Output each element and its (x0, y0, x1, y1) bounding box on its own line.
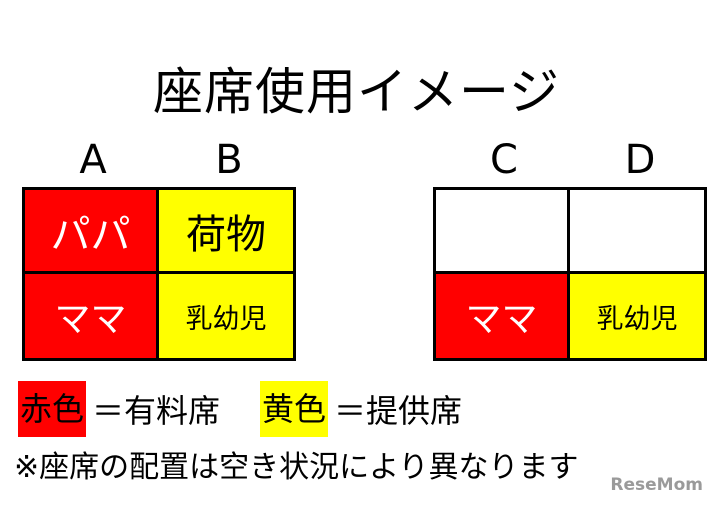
column-label-b: B (215, 137, 243, 183)
watermark-logo: ReseMom (610, 475, 703, 495)
column-label-c: C (490, 137, 518, 183)
legend-yellow-swatch: 黄色 (260, 381, 329, 437)
column-label-a: A (79, 137, 107, 183)
legend-red-desc: ＝有料席 (92, 392, 221, 430)
seat-grid-left: パパ 荷物 ママ 乳幼児 (22, 187, 296, 361)
seat-b-bottom: 乳幼児 (159, 274, 293, 358)
seat-b-top: 荷物 (159, 190, 293, 274)
seat-a-bottom: ママ (25, 274, 159, 358)
footnote: ※座席の配置は空き状況により異なります (14, 450, 579, 485)
seat-c-top (436, 190, 570, 274)
legend-red-swatch: 赤色 (18, 381, 87, 437)
page-title: 座席使用イメージ (153, 63, 560, 121)
seat-d-bottom: 乳幼児 (570, 274, 704, 358)
legend: 赤色 ＝有料席 黄色 ＝提供席 (18, 379, 502, 439)
seat-d-top (570, 190, 704, 274)
seat-c-bottom: ママ (436, 274, 570, 358)
legend-yellow-desc: ＝提供席 (334, 392, 463, 430)
seat-grid-right: ママ 乳幼児 (433, 187, 707, 361)
seat-a-top: パパ (25, 190, 159, 274)
column-label-d: D (624, 137, 656, 183)
